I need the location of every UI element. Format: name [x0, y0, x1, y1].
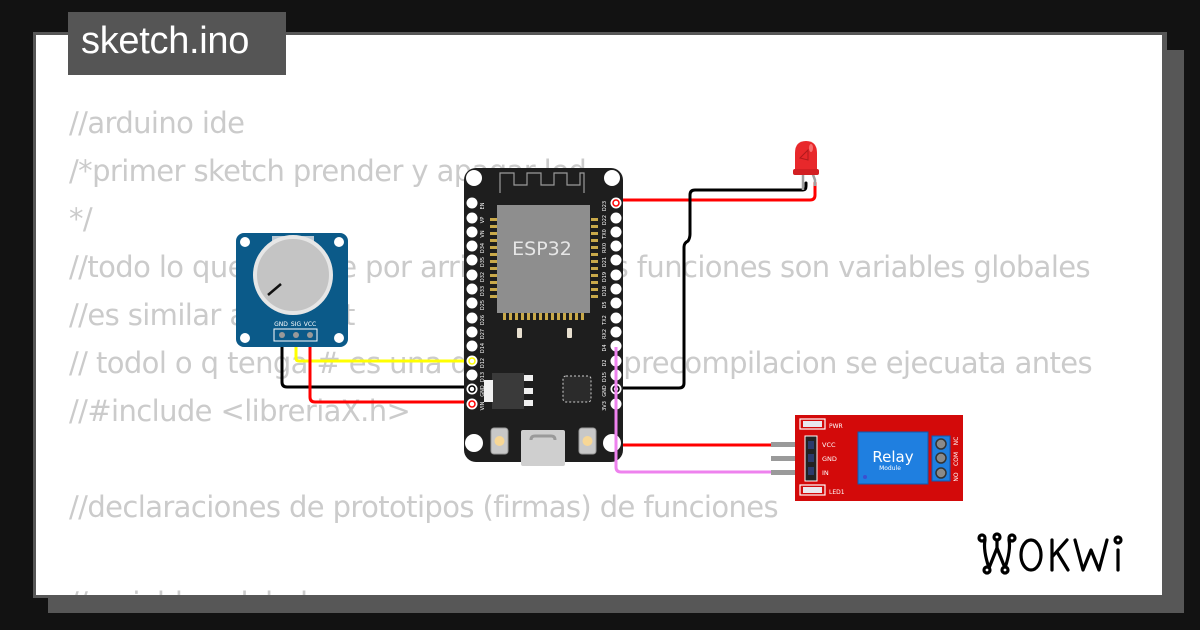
code-line: //variables globales: [69, 585, 340, 595]
svg-text:D5: D5: [602, 301, 608, 308]
svg-text:IN: IN: [822, 469, 829, 477]
code-line: //arduino ide: [69, 106, 245, 140]
svg-text:TX2: TX2: [602, 315, 608, 326]
esp32-label: ESP32: [512, 238, 572, 260]
esp32-board[interactable]: ESP32 EN V: [464, 168, 623, 466]
svg-text:GND: GND: [822, 455, 837, 463]
code-line: */: [69, 202, 93, 236]
pot-pin-label: SIG: [291, 321, 302, 328]
wire-vcc-red[interactable]: [308, 333, 473, 404]
svg-text:D14: D14: [480, 343, 486, 353]
svg-text:D15: D15: [602, 372, 608, 382]
svg-text:D2: D2: [602, 359, 608, 366]
svg-text:VN: VN: [480, 230, 486, 237]
svg-text:Module: Module: [879, 465, 901, 472]
svg-text:D18: D18: [602, 286, 608, 296]
wire-relay-in-violet[interactable]: [614, 345, 777, 474]
relay-module[interactable]: PWR LED1 VCC GND IN Relay Module NO COM …: [771, 415, 963, 501]
svg-text:COM: COM: [953, 452, 960, 466]
pot-pin-label: VCC: [304, 321, 316, 328]
svg-text:D27: D27: [480, 329, 486, 339]
svg-text:GND: GND: [480, 385, 486, 397]
file-tab-label: sketch.ino: [81, 20, 250, 62]
svg-text:D4: D4: [602, 344, 608, 351]
red-led[interactable]: [793, 141, 819, 190]
svg-text:D33: D33: [480, 286, 486, 296]
wokwi-logo: [977, 532, 1123, 575]
wire-sig-yellow[interactable]: [294, 333, 473, 363]
pot-pin-label: GND: [274, 321, 288, 328]
wire-led-cathode-black[interactable]: [615, 181, 808, 390]
svg-text:D13: D13: [480, 372, 486, 382]
svg-text:TX0: TX0: [602, 229, 608, 240]
svg-text:RX0: RX0: [602, 243, 608, 253]
svg-text:RX2: RX2: [602, 329, 608, 339]
pot-knob[interactable]: [253, 235, 333, 315]
code-line: //declaraciones de prototipos (firmas) d…: [69, 490, 779, 524]
wire-led-anode-red[interactable]: [615, 181, 817, 202]
preview-card-body: //arduino ide /*primer sketch prender y …: [36, 35, 1162, 595]
svg-text:D25: D25: [480, 300, 486, 310]
esp32-left-pin-header: [466, 197, 478, 410]
svg-text:D35: D35: [480, 257, 486, 267]
svg-text:D22: D22: [602, 215, 608, 225]
svg-text:D21: D21: [602, 257, 608, 267]
svg-text:D12: D12: [480, 358, 486, 368]
svg-text:D26: D26: [480, 315, 486, 325]
potentiometer[interactable]: GND SIG VCC: [236, 233, 348, 347]
svg-text:VCC: VCC: [822, 441, 836, 449]
en-button[interactable]: [490, 427, 509, 455]
svg-text:GND: GND: [602, 385, 608, 397]
boot-button[interactable]: [578, 427, 597, 455]
svg-text:VP: VP: [480, 217, 486, 223]
wire-relay-vcc-red[interactable]: [616, 434, 777, 447]
svg-text:NC: NC: [953, 437, 960, 446]
wire-gnd-black[interactable]: [280, 333, 473, 389]
svg-text:D32: D32: [480, 272, 486, 282]
svg-text:NO: NO: [953, 472, 960, 481]
svg-text:Relay: Relay: [872, 448, 913, 466]
svg-text:EN: EN: [480, 202, 486, 209]
code-line: //#include <libreriaX.h>: [69, 394, 411, 428]
svg-text:VIN: VIN: [480, 401, 486, 410]
svg-text:D34: D34: [480, 243, 486, 253]
svg-text:D23: D23: [602, 201, 608, 211]
svg-text:LED1: LED1: [829, 489, 845, 496]
svg-text:D19: D19: [602, 272, 608, 282]
svg-text:PWR: PWR: [829, 423, 843, 430]
svg-text:3V3: 3V3: [602, 401, 608, 411]
file-tab[interactable]: sketch.ino: [68, 12, 286, 75]
